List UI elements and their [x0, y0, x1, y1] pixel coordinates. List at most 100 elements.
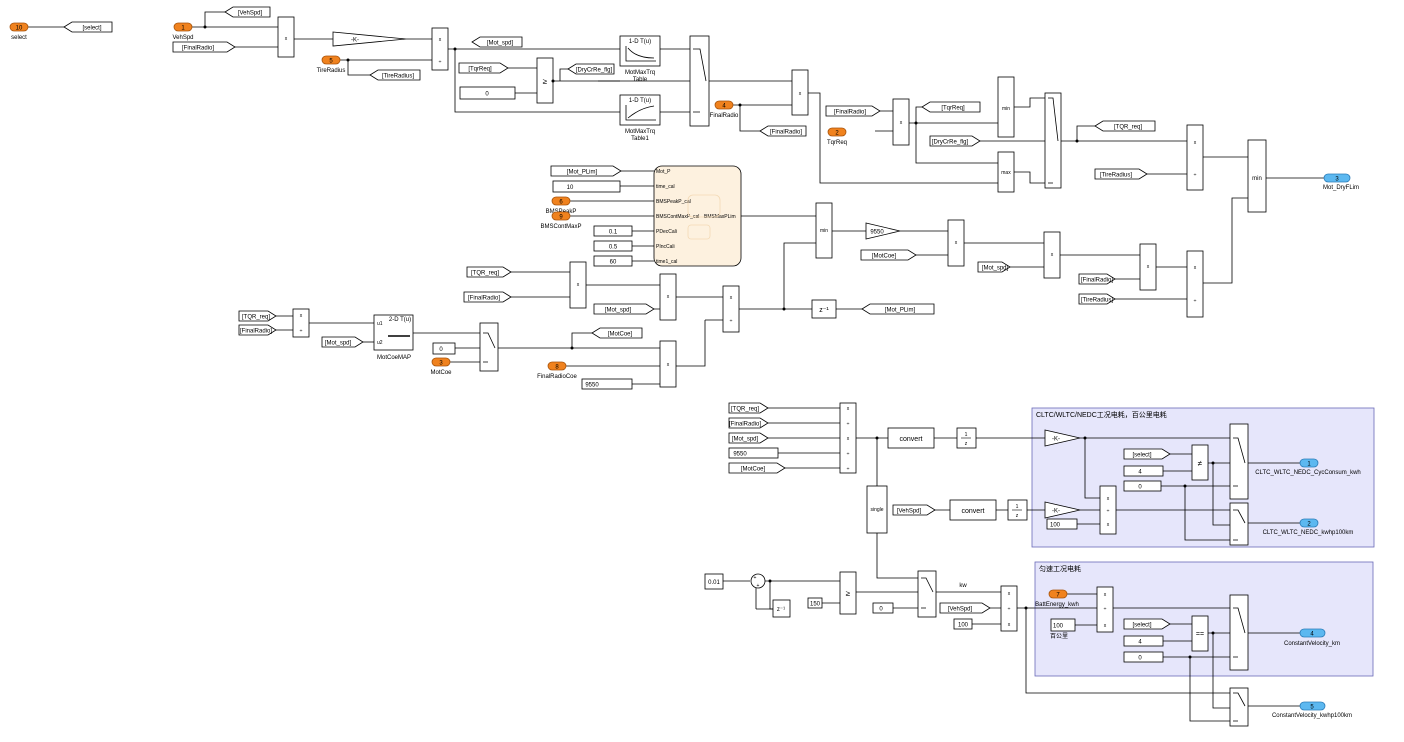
block-product-mid7[interactable] [659, 340, 677, 388]
block-from-motspd-mid2[interactable]: [Mot_spd] [593, 303, 655, 315]
block-lut-motmaxtrq[interactable]: 1-D T(u) MotMaxTrq Table [619, 35, 661, 83]
block-product-mid3[interactable] [1139, 243, 1157, 291]
block-from-vehspd-bot[interactable]: [VehSpd] [892, 504, 936, 516]
block-constant-0-01[interactable] [704, 573, 724, 590]
block-outport-cycconsum[interactable]: 1 CLTC_WLTC_NEDC_CycConsum_kwh [1255, 458, 1361, 476]
block-switch-sub2[interactable] [1229, 594, 1249, 671]
block-constant-0-5[interactable] [593, 240, 633, 252]
block-switch-mid[interactable] [479, 322, 499, 372]
block-constant-150[interactable] [807, 597, 823, 609]
block-inport-finalradiocoe[interactable]: 8 FinalRadioCoe [537, 361, 578, 380]
block-constant-60[interactable] [593, 255, 633, 267]
block-constant-0-mid[interactable] [432, 342, 456, 355]
block-constant-4-sub2[interactable] [1123, 635, 1164, 647]
block-goto-tqrreq[interactable]: [TqrReq] [921, 101, 981, 113]
block-integrator-2[interactable]: 1 z [1007, 499, 1028, 521]
block-from-finalradio-bot[interactable]: [FinalRadio] [728, 417, 769, 429]
block-from-finalradio-mid[interactable]: [FinalRadio] [1078, 273, 1116, 285]
block-from-tqr-req-left[interactable]: [TQR_req] [238, 310, 277, 322]
block-divide-left[interactable] [292, 308, 310, 338]
block-relational-ge-bot[interactable] [839, 571, 857, 615]
block-divide-mid3[interactable] [1186, 250, 1204, 318]
block-constant-9550-bot[interactable] [728, 447, 779, 459]
block-from-motcoe-mid[interactable]: [MotCoe] [860, 249, 917, 261]
block-goto-motcoe[interactable]: [MotCoe] [591, 327, 643, 339]
block-constant-10[interactable] [552, 180, 621, 193]
block-divide-top[interactable] [431, 27, 449, 71]
block-outport-constantvelocity-km[interactable]: 4 ConstantVelocity_km [1284, 628, 1340, 647]
block-outport-constantvelocity-kwhp100km[interactable]: 5 ConstantVelocity_kwhp100km [1272, 701, 1352, 719]
block-constant-4-sub1[interactable] [1123, 465, 1164, 477]
block-switch-sub1-b[interactable] [1229, 502, 1249, 546]
block-integrator-1[interactable]: 1 z [956, 427, 977, 449]
block-min-final[interactable] [1247, 139, 1267, 213]
block-constant-zero-top[interactable] [459, 86, 516, 100]
block-gain-k[interactable]: -K- [332, 31, 407, 47]
block-constant-0-bot[interactable] [872, 602, 894, 614]
block-convert-2[interactable] [949, 499, 997, 521]
block-convert-1[interactable] [887, 427, 935, 449]
block-unit-delay-mid[interactable] [811, 299, 837, 319]
block-constant-0-sub2[interactable] [1123, 651, 1164, 663]
block-divide-top2[interactable] [1186, 124, 1204, 191]
block-inport-tireradius[interactable]: 5 TireRadius [317, 55, 346, 74]
block-divide-bot[interactable] [1000, 585, 1018, 632]
block-single-conversion[interactable] [866, 485, 888, 534]
block-from-tireradius-top[interactable]: [TireRadius] [1094, 168, 1148, 180]
block-product-mid6[interactable] [722, 285, 740, 333]
block-gain-sub1-b[interactable]: -K- [1044, 501, 1081, 519]
block-inport-tqrreq[interactable]: 2 TqrReq [827, 127, 847, 146]
block-constant-100-sub2[interactable] [1050, 618, 1076, 632]
block-from-motspd-mid[interactable]: [Mot_spd] [977, 261, 1011, 273]
block-product-top3[interactable] [892, 98, 910, 146]
block-goto-drycrflg[interactable]: [DryCrRe_flg] [567, 63, 615, 75]
block-divide-sub2[interactable] [1096, 586, 1114, 633]
block-gain-9550[interactable]: 9550 [865, 222, 901, 240]
block-product-top2[interactable] [791, 69, 809, 116]
block-product-mid5[interactable] [659, 273, 677, 321]
block-inport-select[interactable]: 10 select [9, 22, 29, 41]
block-outport-mot-dryflim[interactable]: 3 Mot_DryFLim [1323, 173, 1359, 191]
block-from-vehspd-bot2[interactable]: [VehSpd] [939, 602, 991, 614]
block-inport-vehspd[interactable]: 1 VehSpd [172, 22, 194, 41]
block-gain-sub1-a[interactable]: -K- [1044, 429, 1081, 447]
block-from-motplim[interactable]: [Mot_PLim] [550, 165, 622, 177]
block-switch-top2[interactable] [1044, 92, 1062, 189]
block-unit-delay-bot[interactable] [772, 599, 791, 618]
block-from-tqr-req-bot[interactable]: [TQR_req] [728, 402, 769, 414]
block-product-bot[interactable] [839, 402, 857, 474]
block-from-finalradio-top[interactable]: [FinalRadio] [172, 41, 236, 53]
block-relational-ne[interactable] [1191, 444, 1209, 481]
block-from-finalradio-top2[interactable]: [FinalRadio] [825, 105, 881, 117]
block-constant-9550-mid[interactable] [581, 378, 633, 390]
block-lut2d-motcoemap[interactable]: 2-D T(u) u1 u2 MotCoeMAP [373, 314, 414, 361]
block-constant-100-bot[interactable] [953, 618, 973, 630]
block-switch-top[interactable] [689, 35, 710, 127]
block-switch-bot1[interactable] [917, 570, 937, 618]
block-from-select-sub2[interactable]: [select] [1123, 618, 1171, 630]
block-sum-circle[interactable]: + + [750, 573, 766, 589]
block-divide-sub1[interactable] [1099, 485, 1117, 535]
block-goto-select[interactable]: [select] [63, 21, 113, 33]
block-inport-bmscontmaxp[interactable]: 9 BMSContMaxP [540, 211, 582, 230]
block-divide-mid2[interactable] [1043, 231, 1061, 279]
block-relational-eq[interactable] [1191, 615, 1209, 652]
block-min-middle[interactable] [815, 202, 833, 259]
block-min-top[interactable] [997, 76, 1015, 138]
block-constant-100-sub1[interactable] [1046, 518, 1078, 530]
block-inport-motcoe[interactable]: 3 MotCoe [430, 357, 452, 376]
block-from-select-sub1[interactable]: [select] [1123, 448, 1171, 460]
block-from-tireradius-mid[interactable]: [TireRadius] [1078, 293, 1116, 305]
block-from-finalradio-left[interactable]: [FinalRadio] [238, 324, 277, 336]
block-from-drycrflg[interactable]: [DryCrRe_flg] [929, 135, 981, 147]
block-goto-tireradius[interactable]: [TireRadius] [369, 69, 421, 81]
block-inport-finalradio[interactable]: 4 FinalRadio [710, 100, 739, 119]
block-goto-tqr-req[interactable]: [TQR_req] [1094, 120, 1156, 132]
block-switch-sub1-a[interactable] [1229, 423, 1249, 500]
block-goto-vehspd[interactable]: [VehSpd] [224, 6, 271, 18]
block-from-motspd-bot[interactable]: [Mot_spd] [728, 432, 769, 444]
block-from-tqr-req-mid[interactable]: [TQR_req] [466, 266, 512, 278]
block-from-tqrreq-top[interactable]: [TqrReq] [458, 62, 509, 74]
block-goto-motplim[interactable]: [Mot_PLim] [861, 303, 935, 315]
block-outport-kwhp100km[interactable]: 2 CLTC_WLTC_NEDC_kwhp100km [1263, 518, 1354, 536]
